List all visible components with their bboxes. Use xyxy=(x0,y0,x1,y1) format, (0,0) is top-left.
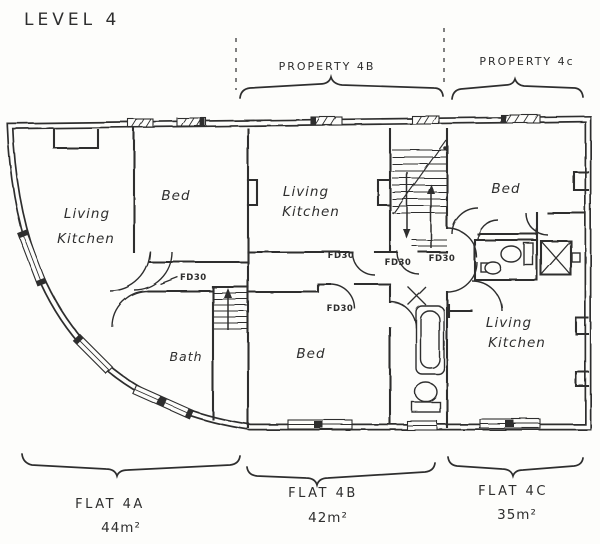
room-label-a-living-1: Living xyxy=(64,206,110,222)
chimney-breast-a xyxy=(52,128,100,150)
toilet-cistern xyxy=(523,242,534,266)
exterior-wall xyxy=(6,115,592,431)
flat-c-shower-fixtures xyxy=(480,242,534,275)
window xyxy=(479,418,541,429)
labels: LEVEL 4 PROPERTY 4B PROPERTY 4c Living K… xyxy=(24,10,574,536)
flat-c-doors xyxy=(446,207,549,312)
flat-c-area: 35m² xyxy=(497,507,537,523)
room-label-c-living-2: Kitchen xyxy=(488,335,546,351)
door-label-fd30-c: FD30 xyxy=(429,254,456,264)
door-arc xyxy=(446,261,478,293)
door-arc xyxy=(477,219,499,241)
brace-flat-4a xyxy=(21,453,241,479)
door-arc xyxy=(471,280,503,312)
room-label-a-bath: Bath xyxy=(169,349,202,364)
wall-c-living-lobby xyxy=(447,303,474,319)
stair-treads xyxy=(214,292,247,330)
window xyxy=(176,117,207,127)
door-arc xyxy=(109,250,151,292)
flat-a-name: FLAT 4A xyxy=(75,497,145,512)
window xyxy=(17,229,47,287)
flat-c-name: FLAT 4C xyxy=(478,484,548,499)
door-arc xyxy=(111,290,149,328)
shower-room-c xyxy=(473,238,539,282)
toilet-cistern xyxy=(411,401,441,413)
wall-bump-stairwell xyxy=(376,178,392,207)
wall-b-bed-top xyxy=(246,282,392,294)
stair-newel-dot xyxy=(443,146,447,150)
stair-lower-treads xyxy=(412,239,447,247)
door-label-fd30-stair: FD30 xyxy=(385,258,412,268)
wall-c-bed-bottom-right xyxy=(535,211,587,242)
arrowhead-down xyxy=(403,229,411,239)
door-arc xyxy=(525,212,549,236)
door-arc xyxy=(389,301,417,329)
window xyxy=(310,116,343,126)
door-arc xyxy=(329,283,356,310)
flat-b-name: FLAT 4B xyxy=(288,486,358,501)
room-label-b-bed: Bed xyxy=(296,346,325,362)
wall-box-right xyxy=(571,252,581,263)
window xyxy=(127,118,154,128)
duct-cross-hall xyxy=(407,286,427,306)
flat-c-walls xyxy=(445,127,590,429)
page-title: LEVEL 4 xyxy=(24,10,120,30)
door-label-fd30-b-living: FD30 xyxy=(328,251,355,261)
recess-c-right-2 xyxy=(574,370,590,388)
arrowhead-up xyxy=(224,288,232,298)
x-mark xyxy=(407,286,427,306)
plan-linework xyxy=(6,114,592,431)
toilet-bowl xyxy=(414,381,438,403)
exterior-wall-core xyxy=(8,117,590,429)
room-label-b-living-2: Kitchen xyxy=(282,204,340,220)
chimney-bump-c-bed xyxy=(572,170,590,192)
flat-a-doors xyxy=(109,250,179,328)
brace-property-4c xyxy=(451,76,584,100)
door-arc xyxy=(396,251,420,275)
room-label-c-bed: Bed xyxy=(491,181,520,197)
door-arc xyxy=(351,251,376,276)
common-stairwell xyxy=(392,139,447,248)
flat-a-walls xyxy=(52,127,250,429)
brace-flat-4b xyxy=(246,462,436,489)
door-arc xyxy=(133,251,173,291)
room-label-a-bed: Bed xyxy=(161,188,190,204)
door-label-fd30-b-bed: FD30 xyxy=(327,304,354,314)
x-mark xyxy=(540,240,572,276)
window xyxy=(72,333,114,375)
room-label-b-living-1: Living xyxy=(283,184,329,200)
property-4b-label: PROPERTY 4B xyxy=(279,60,376,73)
flat-a-area: 44m² xyxy=(101,520,141,536)
window xyxy=(132,384,194,420)
window xyxy=(500,114,541,124)
flat-b-bathroom xyxy=(411,305,445,413)
room-label-c-living-1: Living xyxy=(486,315,532,331)
annotations xyxy=(21,28,584,489)
windows-bottom-wall xyxy=(287,418,541,431)
door-label-fd30-a: FD30 xyxy=(180,273,207,283)
window xyxy=(406,420,438,431)
basin xyxy=(484,261,502,275)
brace-property-4b xyxy=(239,73,444,99)
door-arc xyxy=(451,207,479,235)
windows-top-wall xyxy=(127,114,541,128)
room-label-a-living-2: Kitchen xyxy=(57,231,115,247)
flat-b-walls xyxy=(246,127,449,425)
flat-b-area: 42m² xyxy=(308,510,348,526)
brace-flat-4c xyxy=(447,456,584,479)
exterior-wall-outline xyxy=(6,115,592,431)
window xyxy=(411,115,440,125)
window xyxy=(287,419,353,430)
flat-a-stairs xyxy=(214,288,247,330)
fd30-leader xyxy=(159,276,179,285)
property-4c-label: PROPERTY 4c xyxy=(479,55,574,68)
windows-curved-wall xyxy=(17,229,194,420)
stair-winder-line xyxy=(392,139,447,215)
bathtub-inner xyxy=(419,310,441,369)
chimney-bump-b-left xyxy=(246,178,259,207)
recess-c-right-1 xyxy=(574,316,590,336)
arrowhead-up xyxy=(427,184,435,194)
toilet-bowl xyxy=(500,245,522,263)
